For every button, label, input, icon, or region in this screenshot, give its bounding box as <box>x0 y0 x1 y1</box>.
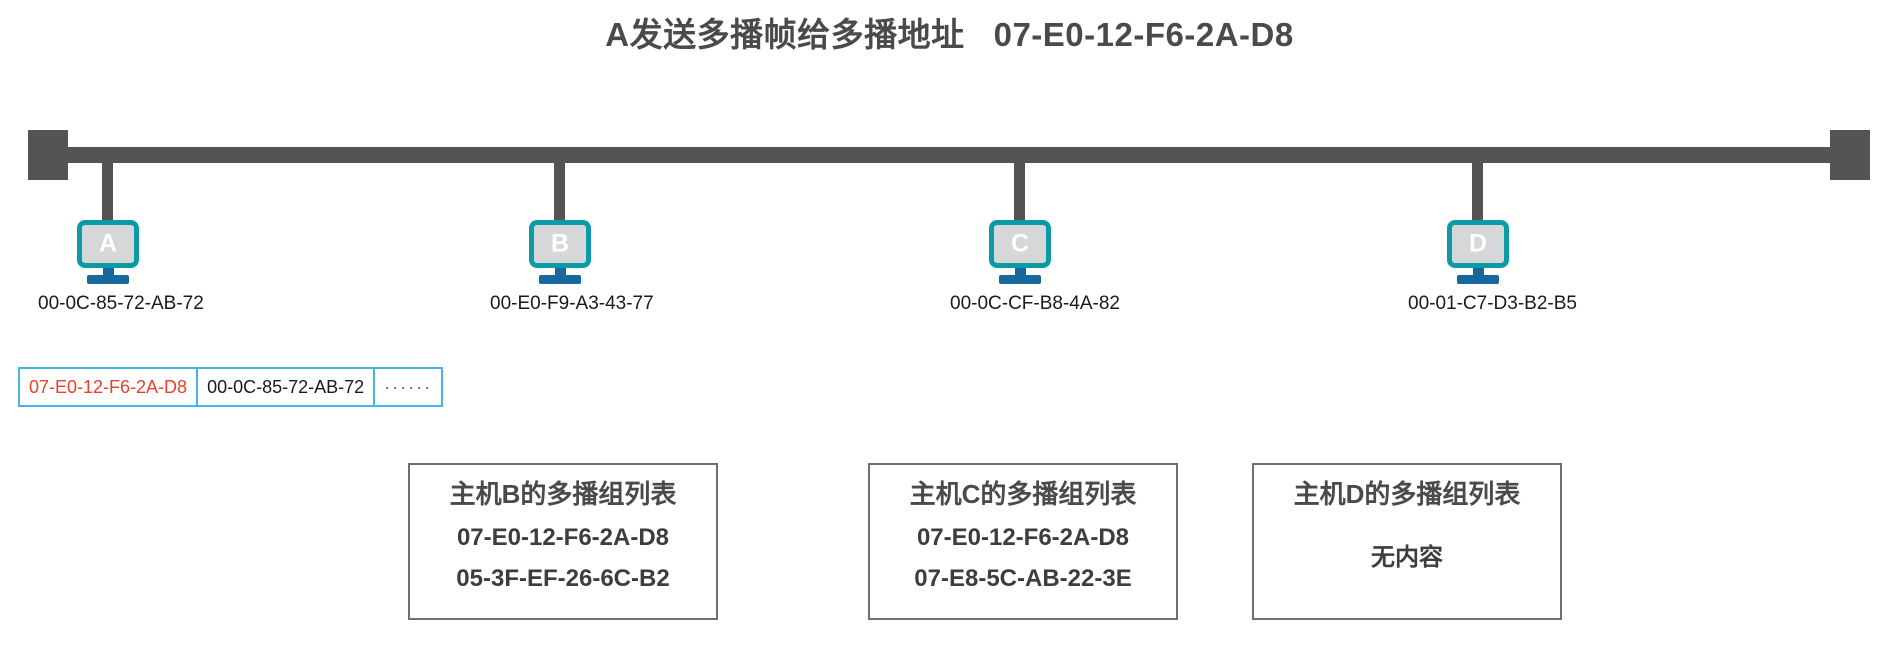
host-letter-a: A <box>98 229 118 258</box>
bus-cable <box>36 147 1856 163</box>
monitor-icon-b: B <box>529 220 591 268</box>
host-letter-c: C <box>1010 229 1030 258</box>
multicast-group-list-b: 主机B的多播组列表 07-E0-12-F6-2A-D8 05-3F-EF-26-… <box>408 463 718 620</box>
monitor-neck-b <box>554 268 566 275</box>
monitor-icon-a: A <box>77 220 139 268</box>
monitor-base-b <box>539 275 581 284</box>
host-a[interactable]: A 00-0C-85-72-AB-72 <box>38 220 204 315</box>
group-list-entry: 07-E0-12-F6-2A-D8 <box>916 523 1130 551</box>
group-list-title-d: 主机D的多播组列表 <box>1293 479 1521 509</box>
host-mac-b: 00-E0-F9-A3-43-77 <box>490 293 654 314</box>
bus-terminator-right <box>1830 130 1870 180</box>
monitor-base-c <box>999 275 1041 284</box>
monitor-neck-d <box>1472 268 1484 275</box>
host-mac-c: 00-0C-CF-B8-4A-82 <box>950 293 1120 314</box>
host-d[interactable]: D 00-01-C7-D3-B2-B5 <box>1408 220 1577 315</box>
group-list-entry: 07-E0-12-F6-2A-D8 <box>456 523 670 551</box>
host-letter-b: B <box>550 229 570 258</box>
group-list-entry: 05-3F-EF-26-6C-B2 <box>456 564 670 592</box>
host-mac-a: 00-0C-85-72-AB-72 <box>38 293 204 314</box>
monitor-icon-c: C <box>989 220 1051 268</box>
monitor-icon-d: D <box>1447 220 1509 268</box>
host-letter-d: D <box>1468 229 1488 258</box>
drop-cable-a <box>102 162 113 226</box>
frame-payload: ······ <box>373 369 441 405</box>
monitor-base-a <box>87 275 129 284</box>
host-b[interactable]: B 00-E0-F9-A3-43-77 <box>490 220 654 315</box>
multicast-group-list-c: 主机C的多播组列表 07-E0-12-F6-2A-D8 07-E8-5C-AB-… <box>868 463 1178 620</box>
group-list-title-c: 主机C的多播组列表 <box>909 479 1137 509</box>
group-list-entry: 07-E8-5C-AB-22-3E <box>914 564 1132 592</box>
group-list-title-b: 主机B的多播组列表 <box>449 479 677 509</box>
ethernet-bus <box>0 130 1899 180</box>
host-c[interactable]: C 00-0C-CF-B8-4A-82 <box>950 220 1120 315</box>
drop-cable-c <box>1014 162 1025 226</box>
drop-cable-b <box>554 162 565 226</box>
multicast-group-list-d: 主机D的多播组列表 无内容 <box>1252 463 1562 620</box>
monitor-base-d <box>1457 275 1499 284</box>
host-mac-d: 00-01-C7-D3-B2-B5 <box>1408 293 1577 314</box>
group-list-entry: 无内容 <box>1371 543 1443 571</box>
frame-source-mac: 00-0C-85-72-AB-72 <box>196 369 373 405</box>
frame-destination-mac: 07-E0-12-F6-2A-D8 <box>29 376 188 397</box>
multicast-frame: 07-E0-12-F6-2A-D8 00-0C-85-72-AB-72 ····… <box>18 367 444 407</box>
monitor-neck-a <box>102 268 114 275</box>
drop-cable-d <box>1472 162 1483 226</box>
monitor-neck-c <box>1014 268 1026 275</box>
page-title: A发送多播帧给多播地址 07-E0-12-F6-2A-D8 <box>605 16 1294 53</box>
